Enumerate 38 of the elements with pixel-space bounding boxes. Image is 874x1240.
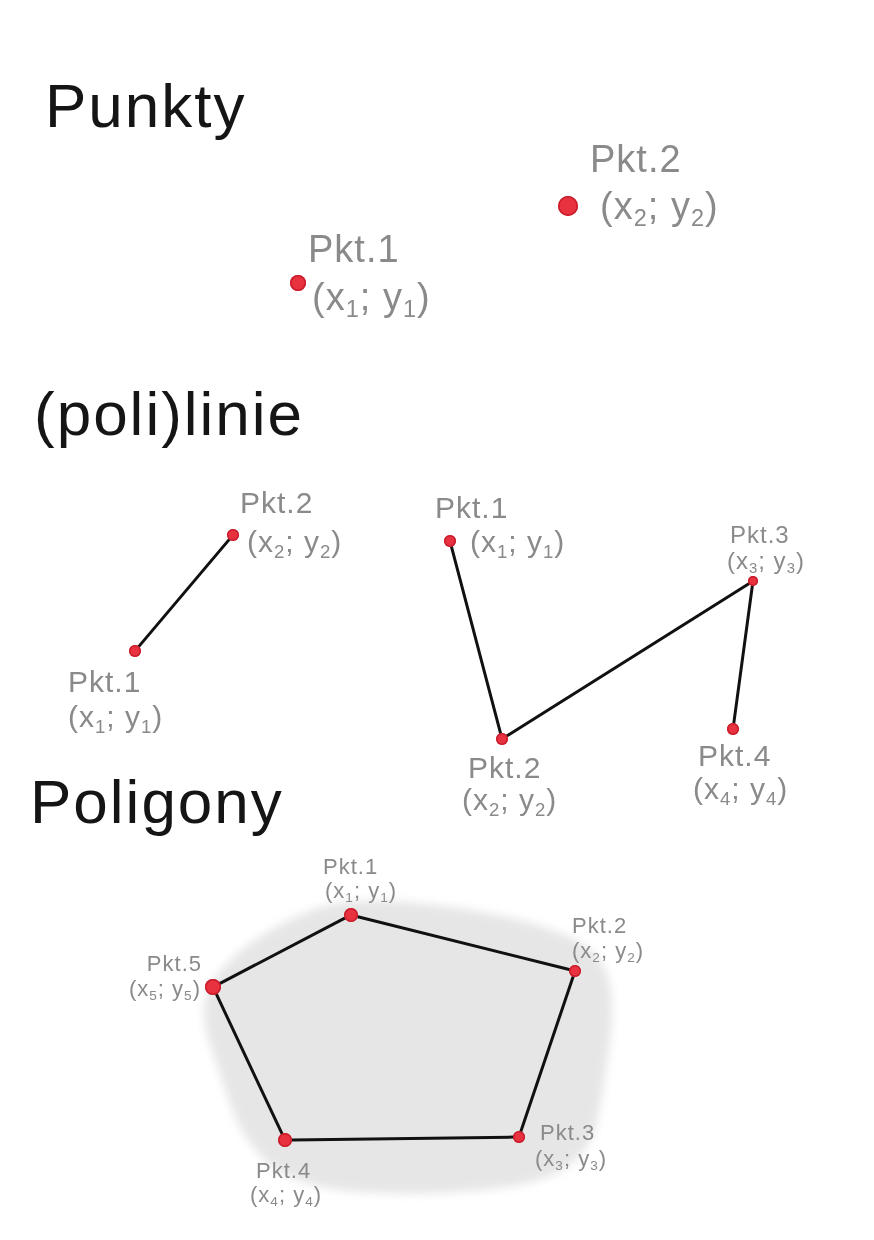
point-label: Pkt.3 bbox=[730, 522, 790, 548]
line-segment bbox=[519, 975, 575, 1133]
point-label: Pkt.1 bbox=[435, 491, 509, 523]
point-label: Pkt.2 bbox=[240, 486, 314, 518]
coordinate-label: (x$_{3}$; y$_{3}$) bbox=[727, 548, 805, 574]
coordinate-label: (x$_{2}$; y$_{2}$) bbox=[600, 186, 719, 227]
coordinate-label: (x$_{3}$; y$_{3}$) bbox=[535, 1147, 608, 1171]
coordinate-label: (x$_{4}$; y$_{4}$) bbox=[250, 1183, 323, 1207]
line-segment bbox=[450, 545, 502, 735]
line-segment bbox=[505, 582, 751, 738]
coordinate-label: (x$_{1}$; y$_{1}$) bbox=[325, 879, 398, 903]
coordinate-label: (x$_{1}$; y$_{1}$) bbox=[68, 700, 164, 732]
point-label: Pkt.2 bbox=[590, 139, 682, 180]
section-heading: Poligony bbox=[30, 766, 284, 838]
section-heading: (poli)linie bbox=[34, 378, 305, 450]
point-label: Pkt.1 bbox=[308, 229, 400, 270]
point-label: Pkt.4 bbox=[698, 739, 772, 771]
line-segment bbox=[214, 992, 284, 1136]
point-label: Pkt.4 bbox=[256, 1159, 312, 1183]
point-label: Pkt.1 bbox=[323, 855, 379, 879]
coordinate-label: (x$_{2}$; y$_{2}$) bbox=[462, 783, 558, 815]
coordinate-label: (x$_{2}$; y$_{2}$) bbox=[572, 939, 645, 963]
line-segment bbox=[732, 584, 754, 725]
point-label: Pkt.2 bbox=[572, 914, 628, 938]
line-segment bbox=[137, 538, 231, 648]
coordinate-label: (x$_{1}$; y$_{1}$) bbox=[470, 525, 566, 557]
coordinate-label: (x$_{5}$; y$_{5}$) bbox=[128, 977, 201, 1001]
coordinate-label: (x$_{2}$; y$_{2}$) bbox=[247, 525, 343, 557]
point-label: Pkt.2 bbox=[468, 751, 542, 783]
point-label: Pkt.1 bbox=[68, 665, 142, 697]
coordinate-label: (x$_{4}$; y$_{4}$) bbox=[693, 772, 789, 804]
section-heading: Punkty bbox=[45, 70, 247, 142]
point-label: Pkt.3 bbox=[540, 1121, 596, 1145]
coordinate-label: (x$_{1}$; y$_{1}$) bbox=[312, 277, 431, 318]
line-segment bbox=[290, 1135, 515, 1142]
line-segment bbox=[218, 916, 347, 985]
line-segment bbox=[356, 915, 571, 971]
point-label: Pkt.5 bbox=[146, 952, 202, 976]
